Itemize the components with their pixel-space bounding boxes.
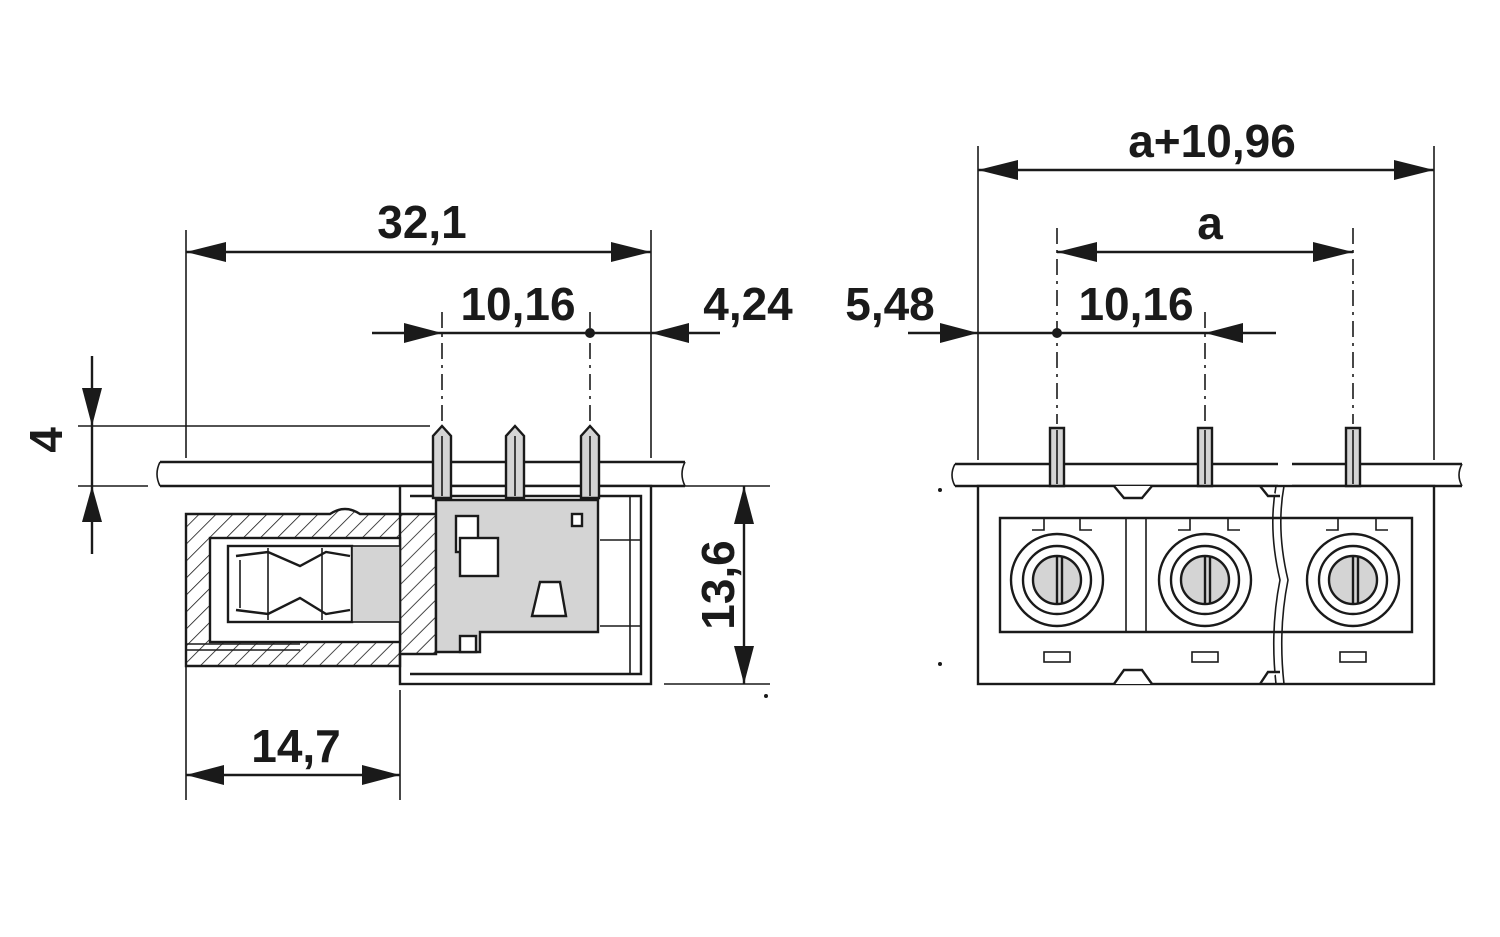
dim-body-height-label: 13,6: [692, 540, 744, 630]
screw-terminal-3: [1305, 532, 1401, 628]
dimension-edge-offset: 5,48 10,16: [845, 278, 1276, 343]
pcb-board-side: [156, 460, 686, 488]
contact-body-side: [434, 498, 600, 654]
dim-edge-offset-label: 5,48: [845, 278, 935, 330]
dim-pitch-front-label: 10,16: [1078, 278, 1193, 330]
dimension-body-height: 13,6: [692, 486, 754, 684]
side-view: 32,1 10,16 4,24 4 13,6: [20, 196, 793, 800]
dimension-pin-offset: 4,24: [703, 278, 793, 330]
dim-pin-offset-label: 4,24: [703, 278, 793, 330]
dimension-plug-depth: 14,7: [186, 720, 400, 785]
dimension-overall-length: 32,1: [186, 196, 651, 262]
dimension-pitch-side: 10,16: [372, 278, 720, 343]
front-view: a+10,96 a 5,48 10,16: [764, 115, 1463, 698]
screw-terminal-1: [1009, 532, 1105, 628]
extension-lines-side: [78, 230, 770, 800]
dimension-pin-height: 4: [20, 356, 102, 554]
dimension-overall-width: a+10,96: [978, 115, 1434, 180]
solder-pins-front: [1048, 426, 1362, 488]
solder-pins-side: [431, 424, 601, 500]
dim-pin-height-label: 4: [20, 427, 72, 453]
dim-span-label: a: [1197, 197, 1223, 249]
dimension-span: a: [1057, 197, 1353, 262]
plug-body-side: [184, 507, 438, 668]
dim-overall-width-label: a+10,96: [1128, 115, 1296, 167]
extension-lines-front: [977, 146, 1435, 460]
dim-overall-length-label: 32,1: [377, 196, 467, 248]
screw-terminal-2: [1157, 532, 1253, 628]
dim-pitch-side-label: 10,16: [460, 278, 575, 330]
dim-plug-depth-label: 14,7: [251, 720, 341, 772]
